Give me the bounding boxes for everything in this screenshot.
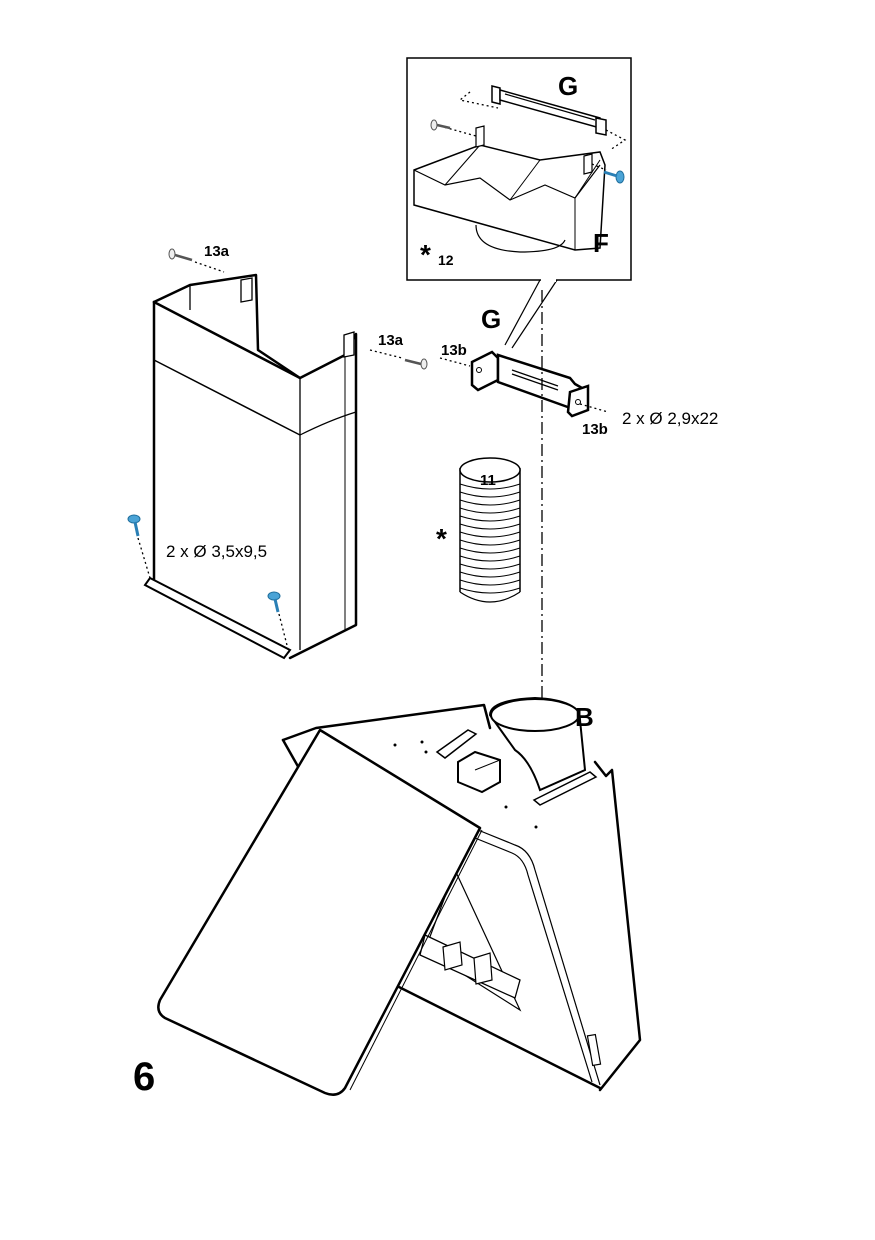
- chimney-cover: [143, 273, 358, 660]
- label-chimney-screw-spec: 2 x Ø 3,5x9,5: [166, 542, 267, 561]
- flex-pipe-rib: [459, 571, 521, 578]
- front-glass-panel: [157, 728, 483, 1096]
- label-bracket-g: G: [481, 304, 501, 334]
- flex-pipe-rib: [459, 515, 521, 522]
- step-number: 6: [133, 1055, 155, 1099]
- flex-pipe-rib: [459, 491, 521, 498]
- wall-bracket: [439, 350, 609, 418]
- flex-pipe-rib: [459, 563, 521, 570]
- label-inset-asterisk: *: [420, 239, 431, 270]
- label-inset-bracket-g: G: [558, 71, 578, 101]
- flex-pipe-rib: [459, 579, 521, 586]
- label-inset-part-12: 12: [438, 252, 454, 268]
- inset-bracket: [458, 85, 627, 151]
- label-screw-13a-left: 13a: [204, 243, 230, 260]
- flex-pipe-rib: [459, 499, 521, 506]
- label-screw-13b-left: 13b: [441, 342, 467, 359]
- flex-pipe-rib: [459, 523, 521, 530]
- screw-13a-top-right-icon: [369, 349, 428, 370]
- flex-pipe-rib: [459, 531, 521, 538]
- label-screw-13a-right: 13a: [378, 332, 404, 349]
- label-flex-pipe-11: 11: [480, 472, 496, 489]
- flex-pipe-rib: [459, 587, 521, 594]
- label-outlet-b: B: [575, 702, 594, 732]
- flex-pipe-rib: [459, 555, 521, 562]
- label-bracket-screw-spec: 2 x Ø 2,9x22: [622, 409, 718, 428]
- label-flex-pipe-asterisk: *: [436, 523, 447, 554]
- inset-screw-grey-icon: [430, 119, 451, 131]
- inset-screw-blue-icon: [603, 170, 625, 184]
- flex-pipe-rib: [459, 539, 521, 546]
- label-flange-f: F: [593, 228, 609, 258]
- flex-pipe-rib: [459, 547, 521, 554]
- flex-pipe-rib: [459, 507, 521, 514]
- flex-pipe-rib: [459, 483, 521, 490]
- flexible-pipe: [459, 457, 521, 603]
- inset-flange: [413, 125, 607, 253]
- detail-inset: G F * 12: [406, 57, 632, 349]
- screw-bottom-right-blue-icon: [267, 591, 290, 654]
- screw-bottom-left-blue-icon: [127, 514, 151, 579]
- label-screw-13b-right: 13b: [582, 421, 608, 438]
- screw-13a-top-left-icon: [168, 248, 225, 273]
